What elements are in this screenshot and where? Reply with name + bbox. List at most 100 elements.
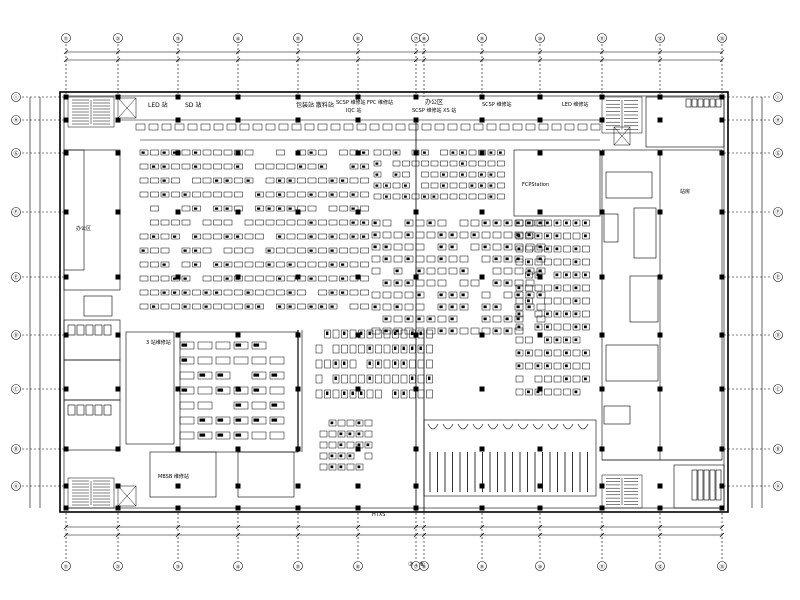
outer-wall	[59, 91, 729, 513]
workstation	[192, 289, 201, 296]
workstation-fill	[162, 193, 166, 196]
workstation	[393, 255, 403, 263]
workstation-fill	[253, 388, 260, 392]
workstation-fill	[395, 269, 399, 273]
workstation	[503, 279, 513, 287]
workstation	[415, 291, 425, 299]
structural-column	[235, 274, 241, 280]
workstation	[255, 233, 264, 240]
workstation	[319, 430, 328, 438]
workstation	[371, 267, 381, 275]
dimension-tick	[479, 49, 485, 55]
workstation	[382, 279, 392, 287]
structural-column	[537, 150, 543, 156]
axis-bubble-bottom	[419, 561, 429, 571]
workstation	[276, 177, 285, 184]
workstation	[392, 329, 399, 339]
structural-column	[235, 150, 241, 156]
lower-left-room	[125, 331, 175, 445]
workstation	[318, 261, 327, 268]
workstation-fill	[181, 343, 188, 347]
structural-column	[295, 483, 301, 489]
workstation	[553, 323, 562, 331]
workstation-fill	[236, 277, 240, 280]
workstation	[417, 359, 425, 369]
workstation	[426, 329, 433, 339]
top-band-equipment	[382, 123, 393, 131]
workstation	[223, 233, 233, 240]
workstation-fill	[194, 263, 198, 266]
workstation	[223, 289, 233, 296]
workstation-fill	[330, 263, 334, 266]
workstation	[382, 303, 392, 311]
workstation-fill	[384, 257, 388, 261]
workstation-fill	[538, 293, 542, 297]
workstation-fill	[348, 454, 352, 458]
workstation-fill	[546, 325, 549, 329]
workstation	[553, 362, 562, 370]
structural-column	[537, 94, 543, 100]
workstation	[503, 255, 513, 263]
workstation	[582, 258, 590, 266]
workstation	[265, 205, 275, 212]
workstation	[150, 177, 159, 184]
axis-bubble-right	[773, 207, 783, 217]
workstation	[417, 344, 425, 354]
dimension-tick	[537, 524, 543, 530]
workstation	[160, 177, 170, 184]
workstation-fill	[199, 418, 206, 422]
workstation	[544, 323, 552, 331]
workstation-fill	[330, 291, 334, 294]
workstation-fill	[555, 312, 559, 316]
top-band-equipment	[291, 123, 302, 131]
workstation-fill	[536, 273, 540, 277]
axis-bubble-top	[233, 33, 243, 43]
workstation	[478, 160, 486, 167]
workstation	[553, 258, 562, 266]
workstation	[360, 247, 369, 254]
workstation-fill	[348, 432, 352, 436]
workstation	[233, 386, 249, 395]
structural-column	[115, 117, 121, 123]
axis-label-right: Ⓓ	[775, 332, 780, 339]
structural-column	[115, 94, 121, 100]
dimension-tick	[235, 57, 241, 63]
workstation	[234, 177, 243, 184]
workstation	[400, 374, 408, 384]
structural-column	[719, 483, 725, 489]
workstation	[430, 160, 439, 167]
workstation	[481, 303, 491, 311]
workstation	[360, 233, 369, 240]
workstation	[492, 327, 502, 335]
workstation	[404, 255, 414, 263]
workstation	[265, 261, 275, 268]
workstation	[358, 374, 365, 384]
workstation-fill	[309, 277, 313, 280]
right-room	[629, 275, 659, 323]
workstation	[563, 258, 571, 266]
workstation	[202, 163, 212, 170]
dimension-tick	[719, 524, 725, 530]
workstation	[393, 327, 403, 335]
workstation-fill	[215, 263, 219, 266]
workstation	[318, 177, 327, 184]
workstation-fill	[555, 286, 559, 290]
workstation-fill	[366, 443, 370, 447]
workstation	[233, 401, 249, 410]
workstation	[255, 261, 264, 268]
workstation	[265, 289, 275, 296]
workstation	[181, 163, 191, 170]
workstation-fill	[339, 443, 343, 447]
workstation	[192, 205, 201, 212]
workstation-fill	[278, 179, 282, 182]
workstation	[525, 349, 533, 357]
dimension-tick	[115, 532, 121, 538]
workstation	[337, 452, 346, 460]
workstation-fill	[225, 207, 229, 210]
top-band-equipment	[304, 123, 315, 131]
workstation-fill	[173, 291, 177, 294]
label-top-band-9: LED 维修站	[562, 101, 588, 108]
workstation	[244, 275, 254, 282]
toilet-block	[63, 319, 121, 361]
workstation	[223, 261, 233, 268]
